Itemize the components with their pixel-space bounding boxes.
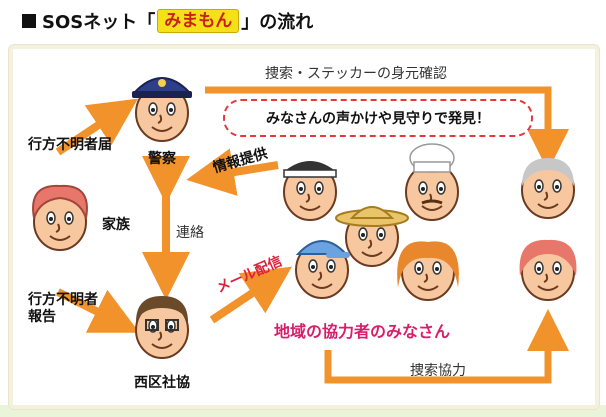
arrow-report-to-shakyo	[56, 288, 140, 333]
cooperator-strawhat-man-icon	[335, 206, 409, 267]
elderly-woman-icon	[519, 239, 577, 301]
title-prefix: SOSネット「	[42, 12, 156, 33]
cooperator-cap-man-icon	[295, 240, 350, 299]
family-member-icon	[32, 184, 88, 251]
page-title: SOSネット「 みまもん 」の流れ	[22, 6, 313, 36]
label-report-missing-2-line2: 報告	[28, 309, 56, 325]
label-search-cooperation: 捜索協力	[410, 363, 466, 379]
title-square-icon	[22, 14, 36, 28]
arrow-report-to-police	[55, 98, 138, 156]
label-family: 家族	[102, 217, 130, 233]
mimamon-logo: みまもん	[157, 9, 240, 33]
label-police: 警察	[148, 151, 176, 167]
label-social-welfare: 西区社協	[134, 375, 190, 391]
arrow-search-cooperation	[324, 309, 569, 384]
arrow-mail-to-cooperators	[209, 266, 292, 324]
cooperator-headband-man-icon	[283, 161, 337, 221]
elderly-man-icon	[521, 158, 575, 219]
cooperator-chef-icon	[405, 143, 459, 221]
label-search-sticker: 捜索・ステッカーの身元確認	[265, 66, 447, 82]
label-contact: 連絡	[176, 225, 204, 241]
title-suffix: 」の流れ	[241, 12, 314, 33]
label-cooperators: 地域の協力者のみなさん	[274, 322, 451, 341]
social-welfare-staff-icon	[135, 296, 189, 359]
police-officer-icon	[131, 77, 193, 142]
arrow-info-to-police	[186, 148, 279, 196]
arrow-search-sticker	[205, 86, 569, 171]
label-report-missing-2-line1: 行方不明者	[28, 292, 98, 308]
cooperator-woman-icon	[397, 241, 459, 301]
callout-discovery: みなさんの声かけや見守りで発見！	[223, 99, 533, 137]
label-report-missing: 行方不明者届	[28, 137, 112, 153]
